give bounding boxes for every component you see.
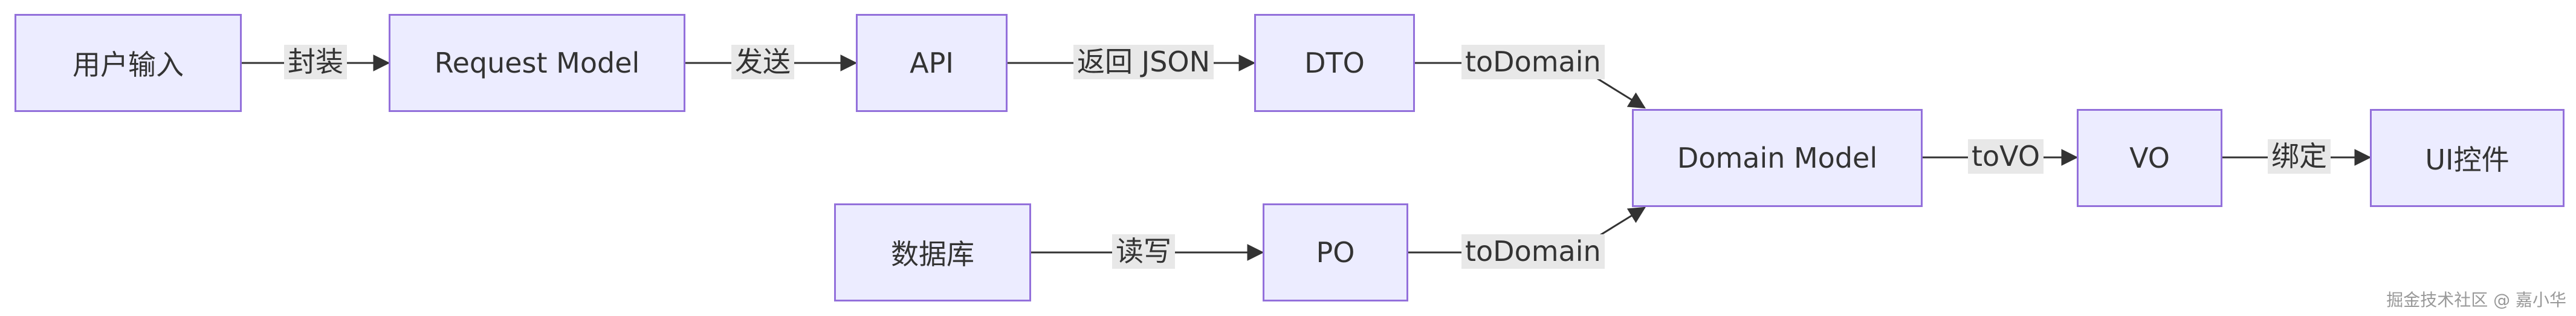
node-user-input: 用户输入 bbox=[15, 14, 242, 112]
node-dto-label: DTO bbox=[1304, 47, 1365, 79]
node-po-label: PO bbox=[1316, 236, 1355, 269]
edge-label-encapsulate: 封装 bbox=[284, 45, 347, 79]
edge-label-read-write: 读写 bbox=[1112, 234, 1175, 269]
node-user-input-label: 用户输入 bbox=[73, 48, 184, 81]
node-ui-controls-label: UI控件 bbox=[2425, 143, 2510, 176]
node-vo: VO bbox=[2077, 109, 2222, 207]
node-ui-controls: UI控件 bbox=[2370, 109, 2565, 207]
node-po: PO bbox=[1263, 203, 1408, 301]
edge-label-bind: 绑定 bbox=[2268, 139, 2331, 174]
node-request-model-label: Request Model bbox=[434, 47, 640, 79]
edge-label-tovo: toVO bbox=[1968, 139, 2044, 174]
node-api-label: API bbox=[910, 47, 954, 79]
node-api: API bbox=[856, 14, 1008, 112]
node-domain-model-label: Domain Model bbox=[1677, 142, 1878, 174]
node-request-model: Request Model bbox=[389, 14, 685, 112]
edge-label-dto-todomain: toDomain bbox=[1461, 45, 1605, 79]
watermark: 掘金技术社区 @ 嘉小华 bbox=[2386, 290, 2566, 310]
edge-label-po-todomain: toDomain bbox=[1461, 234, 1605, 269]
edge-label-send: 发送 bbox=[731, 45, 794, 79]
node-domain-model: Domain Model bbox=[1632, 109, 1923, 207]
node-dto: DTO bbox=[1254, 14, 1415, 112]
node-vo-label: VO bbox=[2129, 142, 2170, 174]
node-database: 数据库 bbox=[834, 203, 1031, 301]
edge-label-return-json: 返回 JSON bbox=[1073, 45, 1214, 79]
node-database-label: 数据库 bbox=[891, 238, 974, 271]
